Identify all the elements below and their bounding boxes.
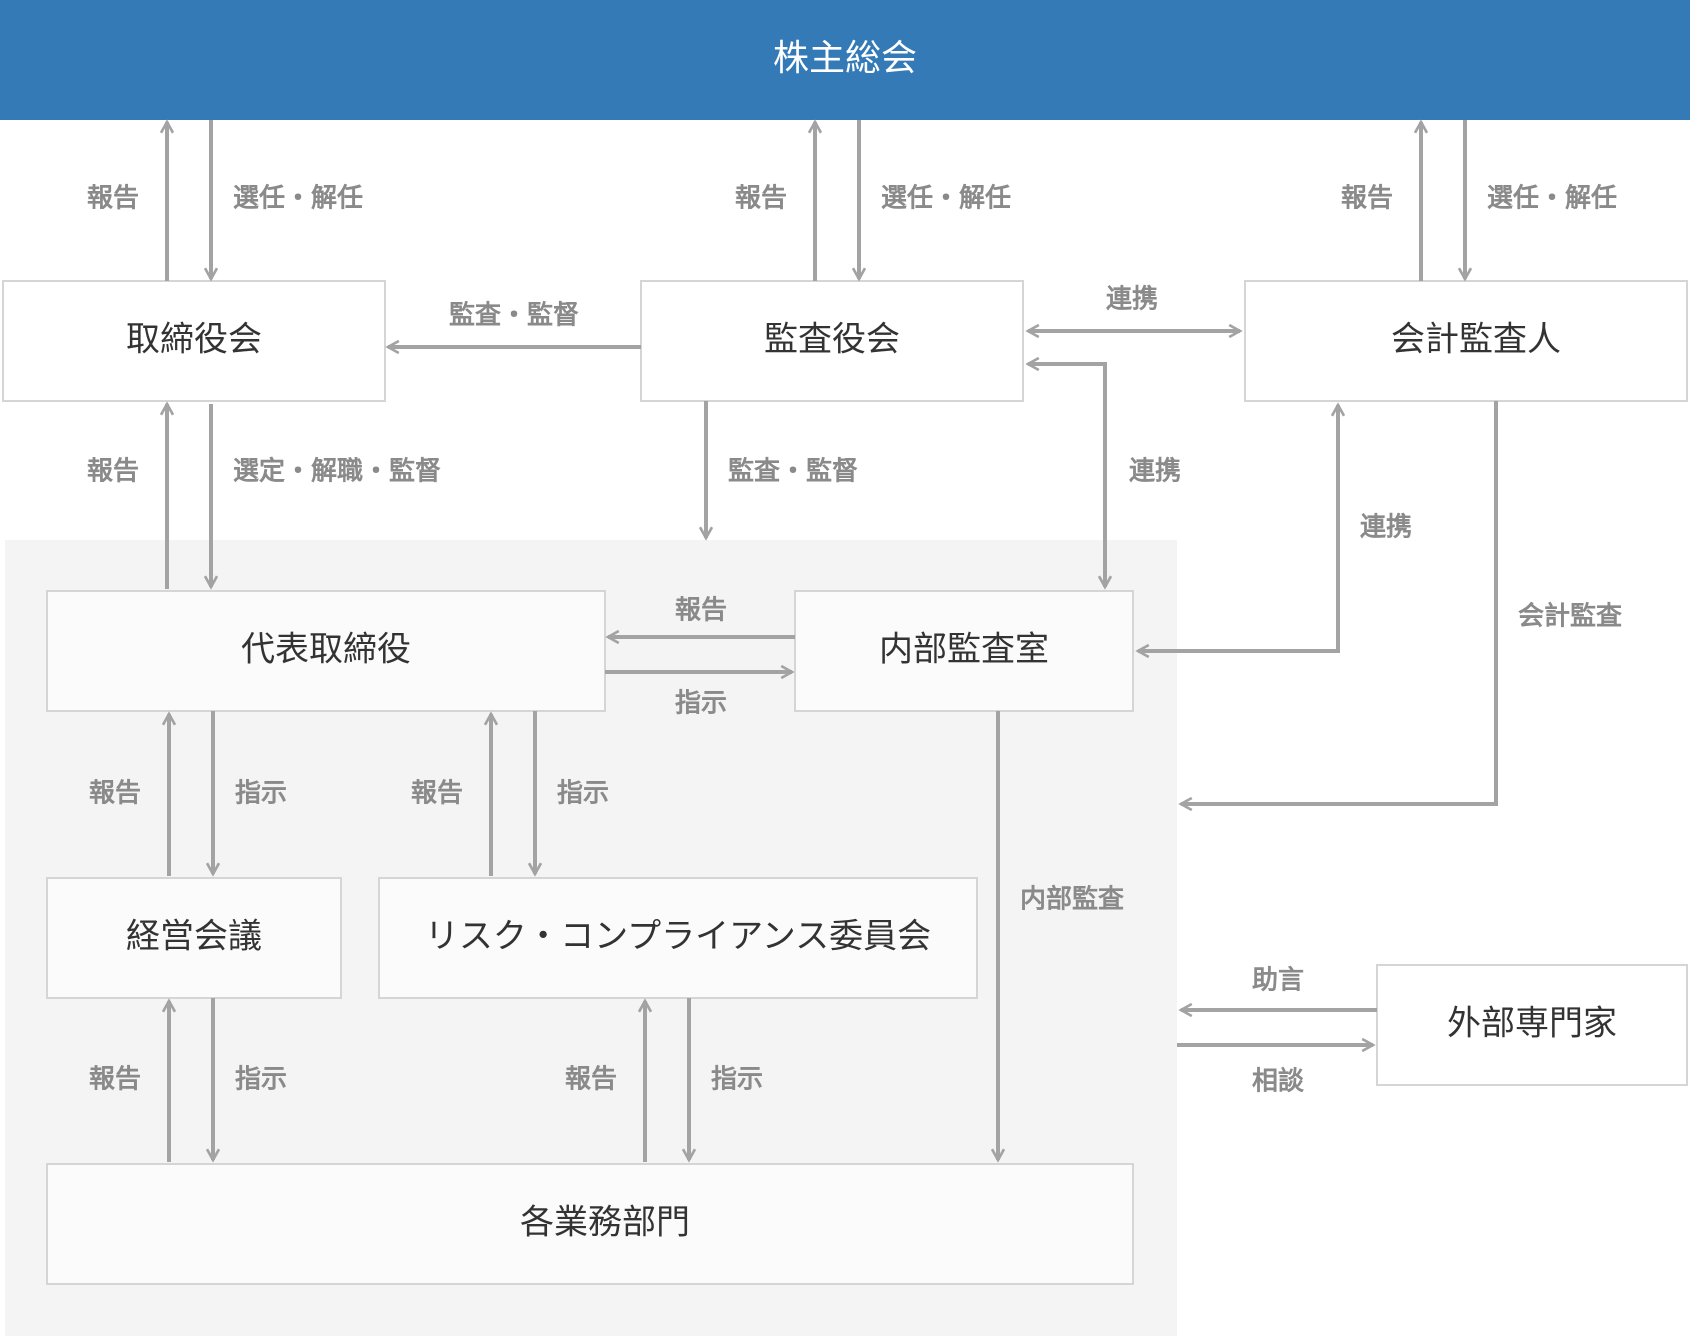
label-rep-instruct-mgmt: 指示 — [235, 779, 287, 809]
shareholders-meeting-bar — [0, 0, 1690, 120]
internal-audit-office-label: 内部監査室 — [879, 630, 1049, 670]
label-rep-report-board: 報告 — [87, 457, 139, 487]
arrow-auditor-internal-link — [1138, 405, 1338, 651]
label-auditor-internal-link: 連携 — [1360, 512, 1412, 543]
label-risk-instruct-departments: 指示 — [711, 1065, 763, 1095]
board-of-directors-box — [2, 280, 386, 402]
label-auditor-appoint: 選任・解任 — [1487, 184, 1617, 214]
label-audit-supervise-board: 監査・監督 — [449, 300, 579, 331]
label-mgmt-instruct-departments: 指示 — [235, 1065, 287, 1095]
label-audit-board-internal-link: 連携 — [1129, 456, 1181, 487]
label-experts-advice: 助言 — [1252, 966, 1304, 996]
risk-compliance-committee-label: リスク・コンプライアンス委員会 — [425, 917, 931, 957]
label-departments-report-mgmt: 報告 — [89, 1065, 141, 1095]
label-board-report: 報告 — [87, 184, 139, 214]
business-departments-box — [46, 1163, 1134, 1285]
shareholders-meeting-label: 株主総会 — [773, 38, 917, 79]
label-rep-instruct-internal-audit: 指示 — [675, 689, 727, 719]
label-risk-report-rep: 報告 — [411, 779, 463, 809]
internal-audit-office-box — [794, 590, 1134, 712]
risk-compliance-committee-box — [378, 877, 978, 999]
representative-director-label: 代表取締役 — [241, 630, 411, 670]
label-audit-board-appoint: 選任・解任 — [881, 184, 1011, 214]
label-auditor-report: 報告 — [1341, 184, 1393, 214]
audit-board-label: 監査役会 — [764, 320, 900, 360]
audit-board-box — [640, 280, 1024, 402]
label-audit-board-supervise-internal: 監査・監督 — [728, 456, 858, 487]
arrow-audit-board-internal-link — [1028, 364, 1105, 587]
label-board-select-rep: 選定・解職・監督 — [233, 456, 441, 487]
label-accounting-audit: 会計監査 — [1518, 601, 1622, 632]
board-of-directors-label: 取締役会 — [126, 320, 262, 360]
management-meeting-box — [46, 877, 342, 999]
label-audit-board-report: 報告 — [735, 184, 787, 214]
label-internal-audit-departments: 内部監査 — [1020, 884, 1124, 915]
representative-director-box — [46, 590, 606, 712]
accounting-auditor-label: 会計監査人 — [1391, 320, 1561, 360]
arrow-accounting-audit — [1181, 401, 1498, 804]
external-experts-label: 外部専門家 — [1447, 1004, 1617, 1044]
label-audit-board-auditor-link: 連携 — [1106, 284, 1158, 315]
label-departments-report-risk: 報告 — [565, 1065, 617, 1095]
label-consultation: 相談 — [1252, 1066, 1305, 1097]
label-mgmt-report-rep: 報告 — [89, 779, 141, 809]
accounting-auditor-box — [1244, 280, 1688, 402]
business-departments-label: 各業務部門 — [520, 1203, 690, 1243]
label-board-appoint: 選任・解任 — [233, 184, 363, 214]
label-internal-audit-report-rep: 報告 — [675, 596, 727, 626]
label-rep-instruct-risk: 指示 — [557, 779, 609, 809]
external-experts-box — [1376, 964, 1688, 1086]
management-meeting-label: 経営会議 — [126, 917, 262, 957]
